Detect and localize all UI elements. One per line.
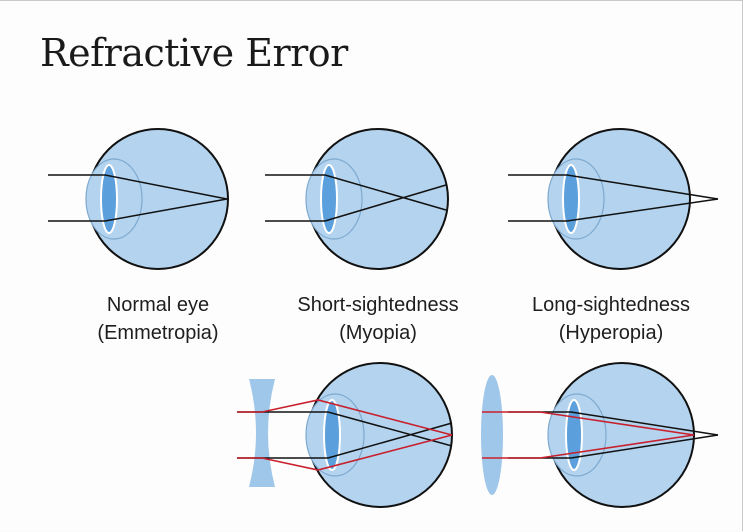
convex-lens: [481, 375, 503, 495]
caption-alt-name: (Myopia): [339, 322, 417, 344]
normal-eye-illustration: [48, 128, 229, 270]
slide-title: Refractive Error: [40, 31, 348, 75]
caption-name: Long-sightedness: [532, 294, 690, 316]
caption-name: Normal eye: [106, 294, 210, 316]
caption-alt-name: (Hyperopia): [558, 322, 664, 344]
caption-name: Short-sightedness: [297, 294, 459, 316]
caption-alt-name: (Emmetropia): [97, 322, 219, 344]
caption-myopia: Short-sightedness (Myopia): [263, 291, 493, 347]
concave-lens: [249, 379, 275, 487]
hyperopia-eye-illustration: [508, 128, 719, 270]
hyperopia-correction-illustration: [481, 362, 719, 508]
caption-hyperopia: Long-sightedness (Hyperopia): [496, 291, 726, 347]
myopia-correction-illustration: [237, 362, 453, 508]
myopia-eye-illustration: [265, 128, 449, 270]
caption-normal-eye: Normal eye (Emmetropia): [43, 291, 273, 347]
